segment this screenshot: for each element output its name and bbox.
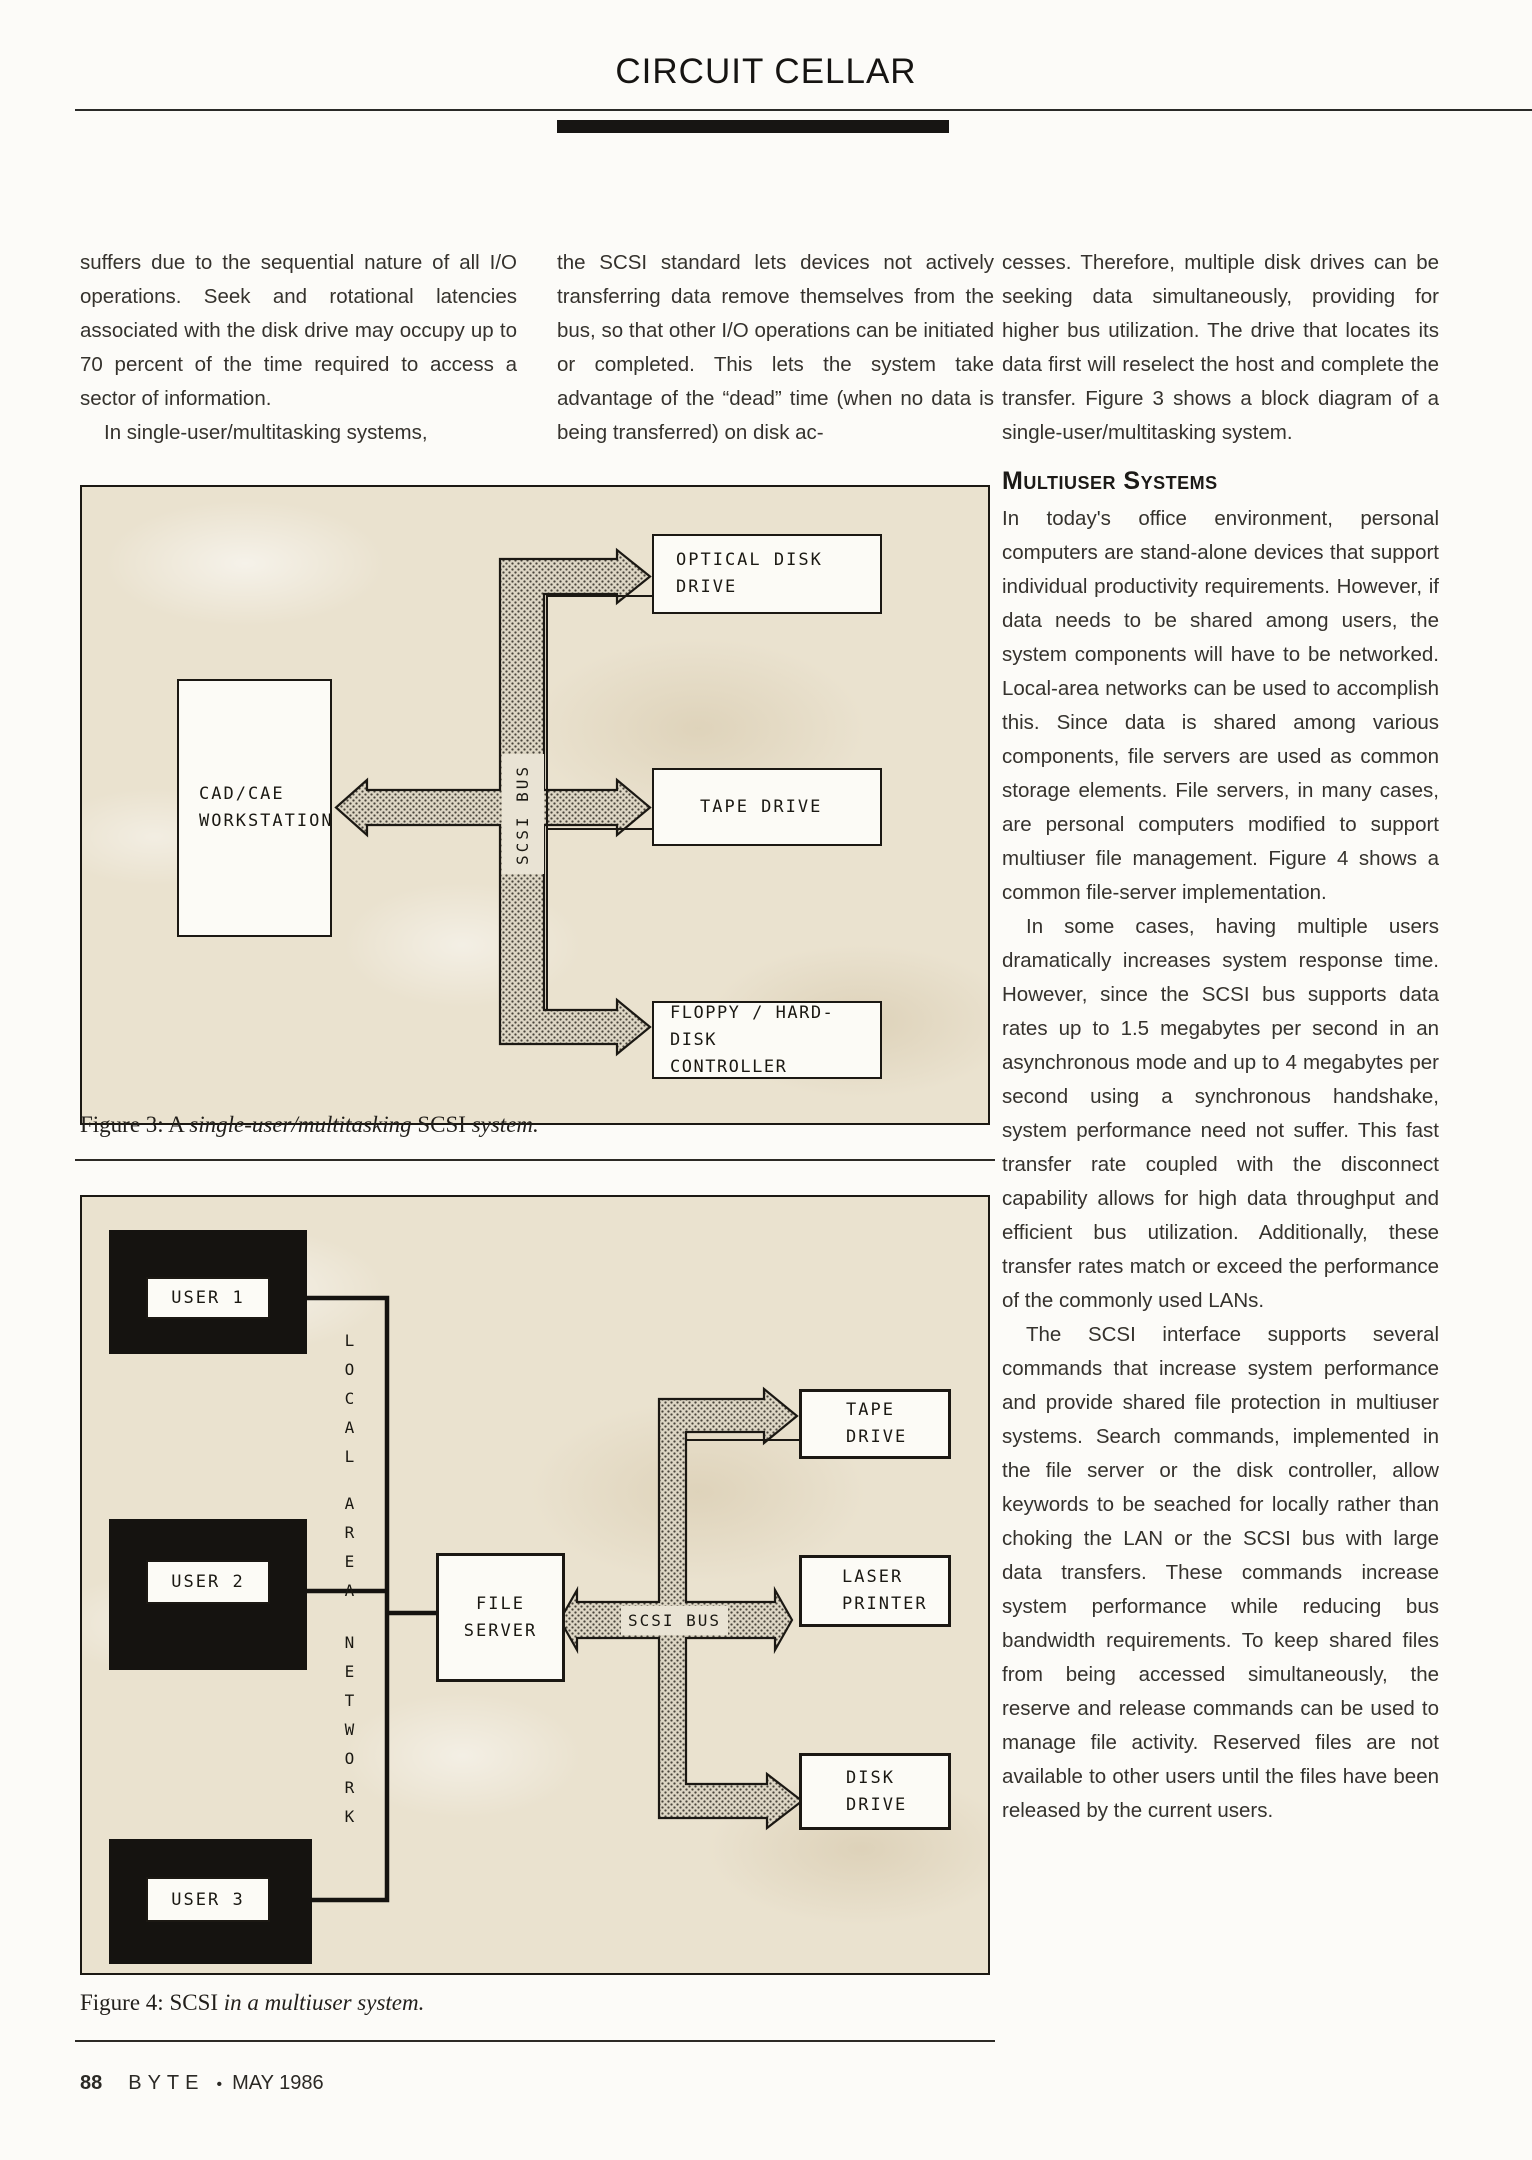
figure4-panel: USER 1 USER 2 USER 3 LOCAL AREA NETWORK … [80, 1195, 990, 1975]
paragraph: In some cases, having multiple users dra… [1002, 915, 1439, 1312]
box-label: DRIVE [846, 1427, 908, 1447]
figure3-caption: Figure 3: A single-user/multitasking SCS… [80, 1112, 539, 1137]
figure4-caption: Figure 4: SCSI in a multiuser system. [80, 1990, 425, 2015]
file-server-box: FILE SERVER [436, 1553, 565, 1682]
box-label: LASER [842, 1567, 904, 1587]
bullet-separator: • [216, 2076, 223, 2093]
floppy-hard-disk-controller-box: FLOPPY / HARD-DISK CONTROLLER [652, 1001, 882, 1079]
page-footer: 88 BYTE • MAY 1986 [80, 2072, 324, 2095]
box-label: FILE [476, 1593, 525, 1614]
box-label: TAPE DRIVE [700, 796, 823, 817]
tape-drive-box: TAPE DRIVE [652, 768, 882, 846]
box-label: CAD/CAE [199, 784, 285, 804]
box-label: DISK [846, 1767, 895, 1788]
header-bar [557, 120, 949, 133]
paragraph: In today's office environment, personal … [1002, 507, 1439, 904]
figure3-scsi-bus-diagram [334, 547, 654, 1057]
header-rule [75, 109, 1532, 111]
page-number: 88 [80, 2072, 103, 2094]
laser-printer-box: LASER PRINTER [799, 1555, 951, 1627]
disk-drive-box: DISK DRIVE [799, 1753, 951, 1830]
page-title: CIRCUIT CELLAR [615, 52, 917, 91]
paragraph: suffers due to the sequential nature of … [80, 251, 517, 410]
lan-label-network: NETWORK [340, 1633, 359, 1836]
text-column-3: cesses. Therefore, multiple disk drives … [1002, 246, 1439, 2126]
text-column-1: suffers due to the sequential nature of … [80, 246, 517, 450]
box-label: WORKSTATION [199, 811, 334, 831]
section-heading: Multiuser Systems [1002, 467, 1218, 495]
figure-separator-rule [75, 1159, 995, 1161]
box-label: DRIVE [846, 1794, 908, 1815]
magazine-name: BYTE [128, 2072, 205, 2094]
paragraph: cesses. Therefore, multiple disk drives … [1002, 251, 1439, 444]
cad-cae-workstation-box: CAD/CAE WORKSTATION [177, 679, 332, 937]
text-column-2: the SCSI standard lets devices not activ… [557, 246, 994, 450]
lan-label-area: AREA [340, 1494, 359, 1610]
box-label: SERVER [463, 1620, 538, 1641]
user3-label: USER 3 [146, 1877, 270, 1922]
tape-drive-box: TAPE DRIVE [799, 1389, 951, 1459]
box-label: FLOPPY / HARD-DISK [670, 1002, 835, 1050]
optical-disk-drive-box: OPTICAL DISK DRIVE [652, 534, 882, 614]
figure3-panel: CAD/CAE WORKSTATION OPTICAL DISK DRIVE T… [80, 485, 990, 1125]
daisy-chain-line [546, 595, 654, 1010]
footer-separator-rule [75, 2040, 995, 2042]
box-label: OPTICAL DISK [676, 550, 823, 570]
box-label: DRIVE [676, 577, 738, 597]
issue-date: MAY 1986 [232, 2072, 324, 2094]
scsi-bus-vertical-label: SCSI BUS [502, 754, 544, 874]
user2-label: USER 2 [146, 1560, 270, 1604]
lan-label-local: LOCAL [340, 1331, 359, 1476]
paragraph: The SCSI interface supports several comm… [1002, 1323, 1439, 1822]
lan-line [307, 1295, 436, 1903]
scsi-bus-label: SCSI BUS [621, 1606, 728, 1635]
box-label: TAPE [846, 1400, 895, 1420]
user1-label: USER 1 [146, 1277, 270, 1319]
paragraph: In single-user/multitasking systems, [104, 421, 428, 444]
scsi-bus-shape [334, 547, 652, 1057]
box-label: PRINTER [842, 1594, 928, 1614]
paragraph: the SCSI standard lets devices not activ… [557, 251, 994, 444]
box-label: CONTROLLER [670, 1056, 788, 1077]
